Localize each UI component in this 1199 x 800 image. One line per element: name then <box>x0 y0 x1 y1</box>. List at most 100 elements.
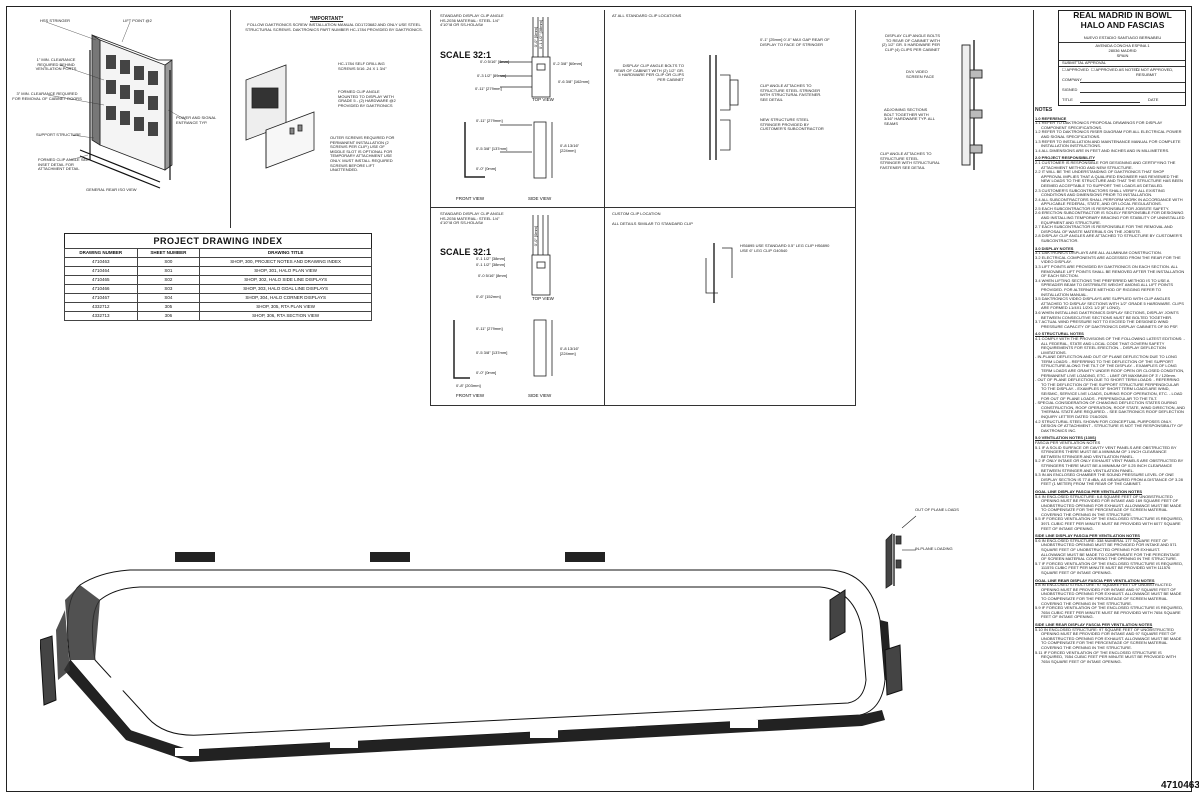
halo-ring-drawing <box>40 552 903 762</box>
iso-label: HSS STRINGER <box>40 18 71 23</box>
section-drawing <box>961 40 983 170</box>
notes-item: 5.2 IF ONLY INTAKE OR ONLY EXHAUST VENT … <box>1035 458 1184 473</box>
dim-label: 0'-0 5/16" [8mm] <box>480 59 510 64</box>
approval-option[interactable]: ☐ APPROVED AS NOTED <box>1091 67 1140 72</box>
divider <box>1080 82 1185 83</box>
table-cell: SHOP, 301, HALO PLAN VIEW <box>199 266 372 276</box>
view-label: SIDE VIEW <box>528 196 552 201</box>
section-label: DVX VIDEO SCREEN FACE <box>906 69 935 79</box>
clip-scale: SCALE 32:1 <box>440 247 492 257</box>
notes-item: 3.4 WHEN LIFTING SECTIONS THE PREFERRED … <box>1035 277 1174 297</box>
notes-section-title: 5.0 VENTILATION NOTES (130S) <box>1035 435 1097 441</box>
notes-item: 5.9 IF FORCED VENTILATION OF THE ENCLOSE… <box>1035 605 1184 620</box>
notes-item: 2.4 ALL SUBCONTRACTORS SHALL PERFORM WOR… <box>1035 196 1183 207</box>
notes-item: 2.2 IT WILL BE THE UNDERSTANDING OF DAKT… <box>1035 169 1183 188</box>
approval-option[interactable]: ☐ NOT APPROVED, RESUBMIT <box>1136 67 1174 77</box>
table-cell: SHOP, 303, HALO GOAL LINE DISPLAYS <box>199 284 372 294</box>
table-cell: SHOP, 305, RTA PLAN VIEW <box>199 302 372 312</box>
dim-label: 0'-8 13/16" [224mm] <box>560 346 580 356</box>
table-cell: S02 <box>136 275 201 285</box>
section-label: ADJOINING SECTIONS BOLT TOGETHER WITH 3/… <box>884 107 935 126</box>
divider <box>430 405 856 406</box>
notes-item: 3.3 LIFT POINTS ARE PROVIDED BY DAKTRONI… <box>1035 264 1185 279</box>
important-text: FOLLOW DAKTRONICS SCREW INSTALLATION MAN… <box>245 22 423 32</box>
notes-item: 1.3 REFER TO INSTALLATION AND MAINTENANC… <box>1035 138 1181 149</box>
notes-section-title: 3.0 DISPLAY NOTES <box>1035 245 1074 251</box>
divider <box>230 10 231 228</box>
screw-detail-drawing <box>245 64 315 169</box>
project-title-1: REAL MADRID IN BOWL <box>1073 10 1172 20</box>
table-cell: 4710464 <box>64 266 138 276</box>
clip-label: DISPLAY CLIP ANGLE BOLTS TO REAR OF CABI… <box>614 63 684 82</box>
approval-label: APPROVED <box>1066 67 1089 72</box>
iso-caption: GENERAL REAR ISO VIEW <box>86 187 137 192</box>
screw-label: OUTER SCREWS REQUIRED FOR PERMANENT INST… <box>330 135 395 173</box>
notes-item: - SPECIAL CONSIDERATION OF CHANGING DEFL… <box>1035 400 1186 419</box>
table-cell: S00 <box>136 257 201 267</box>
iso-label: SUPPORT STRUCTURE <box>36 132 81 137</box>
table-cell: S04 <box>136 293 201 303</box>
dim-label: 0'-11" [279mm] <box>476 118 503 123</box>
drawing-sheet <box>6 6 1192 792</box>
notes-section-title: GOAL LINE DISPLAY FASCIA PER VENTILATION… <box>1035 488 1143 494</box>
approval-option[interactable]: ☐ APPROVED <box>1062 67 1089 72</box>
notes-item: 2.8 DISPLAY CLIP ANGLES ARE ATTACHED TO … <box>1035 233 1183 244</box>
approval-label: NOT APPROVED, RESUBMIT <box>1136 67 1174 77</box>
dim-label: 0'-8 13/16" [224mm] <box>560 143 580 153</box>
table-cell: S01 <box>136 266 201 276</box>
notes-item: FASCIA PER VENTILATION NOTES <box>1035 439 1101 445</box>
drawing-index-title: PROJECT DRAWING INDEX <box>64 233 372 248</box>
table-cell: 305 <box>136 302 201 312</box>
clip-label: NEW STRUCTURE STEEL STRINGER PROVIDED BY… <box>760 117 824 132</box>
country: SPAIN <box>1116 53 1129 58</box>
notes-item: 2.5 EACH SUBCONTRACTOR IS RESPONSIBLE FO… <box>1035 205 1170 211</box>
iso-label: POWER AND SIGNAL ENTRANCE TYP. <box>176 115 217 125</box>
dim-label: 0'-6" [152mm] <box>476 294 501 299</box>
load-label: IN-PLANE LOADING <box>915 546 953 551</box>
notes-item: 3.7 ACTUAL WIND PRESSURE NOT TO EXCEED T… <box>1035 319 1179 329</box>
dim-label: 0'-5 3/8" [137mm] <box>476 350 508 355</box>
city: 28036 MADRID <box>1108 48 1137 53</box>
dim-label: 0'-11" [279mm] <box>475 86 502 91</box>
dim-label: 0'-0" [0mm] <box>476 166 497 171</box>
view-label: TOP VIEW <box>532 97 554 102</box>
form-field[interactable]: SIGNED <box>1062 87 1078 92</box>
view-label: SIDE VIEW <box>528 393 552 398</box>
notes-section-title: 4.0 STRUCTURAL NOTES <box>1035 331 1084 337</box>
notes-item: 5.5 IF FORCED VENTILATION OF THE ENCLOSE… <box>1035 516 1184 531</box>
clip-spec: STANDARD DISPLAY CLIP ANGLE HS-2036 MATE… <box>440 13 504 28</box>
table-cell: 4332712 <box>64 302 138 312</box>
dim-label: 0'-3 1/2" [89mm] <box>477 73 507 78</box>
custom-clip-drawing <box>705 243 733 303</box>
notes-item: 5.1 IF A SOLID SURFACE OR CAVITY VENT PA… <box>1035 444 1177 459</box>
table-cell: S03 <box>136 284 201 294</box>
loads-drawing <box>885 515 917 589</box>
iso-label: 3" MIN. CLEARANCE REQUIRED FOR REMOVAL O… <box>12 91 82 101</box>
notes-item: 1.1 REFER TO DAKTRONICS PROPOSAL DRAWING… <box>1035 120 1163 130</box>
dim-label: 0'-1 1/2" [38mm] <box>538 20 543 50</box>
dim-label: 0'-5 3/8" [137mm] <box>476 146 508 151</box>
dim-label: 0'-2 3/8" [60mm] <box>553 61 583 66</box>
form-field[interactable]: DATE <box>1148 97 1159 102</box>
notes-section-title: 1.0 REFERENCE <box>1035 115 1067 121</box>
dim-label: 0'-0" [0mm] <box>533 226 538 247</box>
form-field[interactable]: COMPANY <box>1062 77 1082 82</box>
clip-bottom-drawing <box>453 215 553 379</box>
notes-item: 4.2 STRUCTURAL STEEL SHOWN FOR CONCEPTUA… <box>1035 418 1183 433</box>
notes-item: 5.11 IF FORCED VENTILATION OF THE ENCLOS… <box>1035 649 1176 664</box>
table-cell: SHOP, 302, HALO SIDE LINE DISPLAYS <box>199 275 372 285</box>
notes-item: 5.4 IN ENCLOSED STRUCTURE: 6.8 SQUARE FE… <box>1035 493 1182 517</box>
form-field[interactable]: TITLE <box>1062 97 1073 102</box>
table-cell: 4710466 <box>64 284 138 294</box>
dim-label: 0'-6 3/8" [162mm] <box>558 79 590 84</box>
notes-item: 5.8 IN ENCLOSED STRUCTURE: 97 SQUARE FEE… <box>1035 582 1182 606</box>
view-label: FRONT VIEW <box>456 393 485 398</box>
divider <box>430 207 856 208</box>
screw-label: HC-1784 SELF DRILLING SCREWS 5/16 -24 X … <box>338 61 387 71</box>
table-cell: 4710465 <box>64 275 138 285</box>
divider <box>1058 66 1186 67</box>
divider <box>1080 92 1185 93</box>
